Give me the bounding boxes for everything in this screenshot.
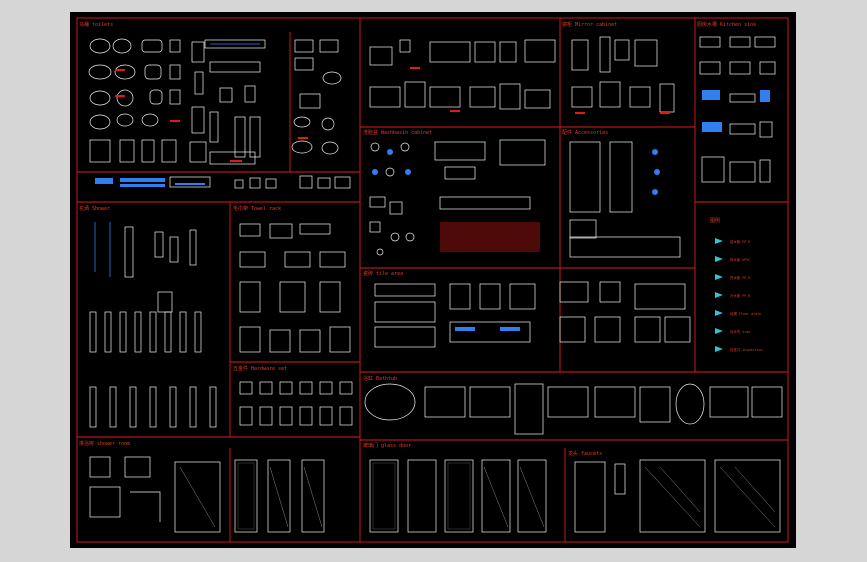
section-label-bathtub: 浴缸 Bathtub bbox=[363, 375, 397, 382]
towel-rack-blocks bbox=[239, 223, 351, 353]
accessory-blocks bbox=[369, 139, 681, 258]
section-label-tile-area: 瓷砖 tile area bbox=[363, 270, 403, 277]
kitchen-sink-blocks bbox=[699, 36, 776, 183]
legend-item-5: 存水弯 trap bbox=[730, 329, 750, 334]
floor-tile-strip bbox=[95, 175, 351, 189]
section-label-hardware: 五金件 Hardware set bbox=[233, 365, 287, 372]
small-sink-row bbox=[291, 39, 342, 155]
glass-door-blocks bbox=[234, 459, 547, 533]
mirror-cabinet-blocks bbox=[571, 36, 675, 114]
pipe-legend: 给水管 PP-R 排水管 UPVC 热水管 PP-R 冷水管 PP-R 地漏 F… bbox=[715, 238, 763, 352]
hardware-blocks bbox=[239, 381, 353, 426]
shower-room-blocks bbox=[89, 456, 221, 533]
section-label-legend: 图例 bbox=[710, 217, 720, 224]
legend-item-4: 地漏 Floor drain bbox=[730, 311, 761, 316]
section-label-faucets: 龙头 faucets bbox=[568, 450, 602, 457]
legend-item-0: 给水管 PP-R bbox=[730, 239, 751, 244]
washbasin-blocks bbox=[369, 39, 556, 112]
section-label-glass-door: 玻璃门 glass door bbox=[363, 442, 411, 449]
section-label-kitchen-sink: 厨房水槽 Kitchen sink bbox=[697, 21, 756, 28]
section-label-shower: 花洒 Shower bbox=[79, 205, 110, 212]
section-label-toilets: 马桶 toilets bbox=[79, 21, 113, 28]
section-label-shower-room: 淋浴房 shower room bbox=[79, 440, 130, 447]
cad-drawing-canvas[interactable]: 马桶 toilets 洗脸盆 Washbasin cabinet 镜柜 Mirr… bbox=[70, 12, 796, 548]
legend-item-3: 冷水管 PP-R bbox=[730, 293, 751, 298]
bathtub-blocks bbox=[364, 383, 783, 435]
section-label-towel-rack: 毛巾架 Towel rack bbox=[233, 205, 281, 212]
section-label-mirror: 镜柜 Mirror cabinet bbox=[562, 21, 617, 28]
legend-item-1: 排水管 UPVC bbox=[730, 257, 750, 262]
faucet-blocks bbox=[574, 459, 781, 533]
toilet-blocks bbox=[88, 38, 266, 165]
legend-item-2: 热水管 PP-R bbox=[730, 275, 751, 280]
legend-item-6: 检查口 inspection bbox=[730, 347, 763, 352]
section-frame bbox=[76, 17, 789, 543]
tile-blocks bbox=[374, 281, 691, 348]
shower-blocks bbox=[89, 222, 217, 428]
section-label-accessories: 配件 Accessories bbox=[562, 129, 608, 136]
section-label-washbasin: 洗脸盆 Washbasin cabinet bbox=[363, 129, 432, 136]
cad-block-sheet: 马桶 toilets 洗脸盆 Washbasin cabinet 镜柜 Mirr… bbox=[76, 17, 789, 543]
